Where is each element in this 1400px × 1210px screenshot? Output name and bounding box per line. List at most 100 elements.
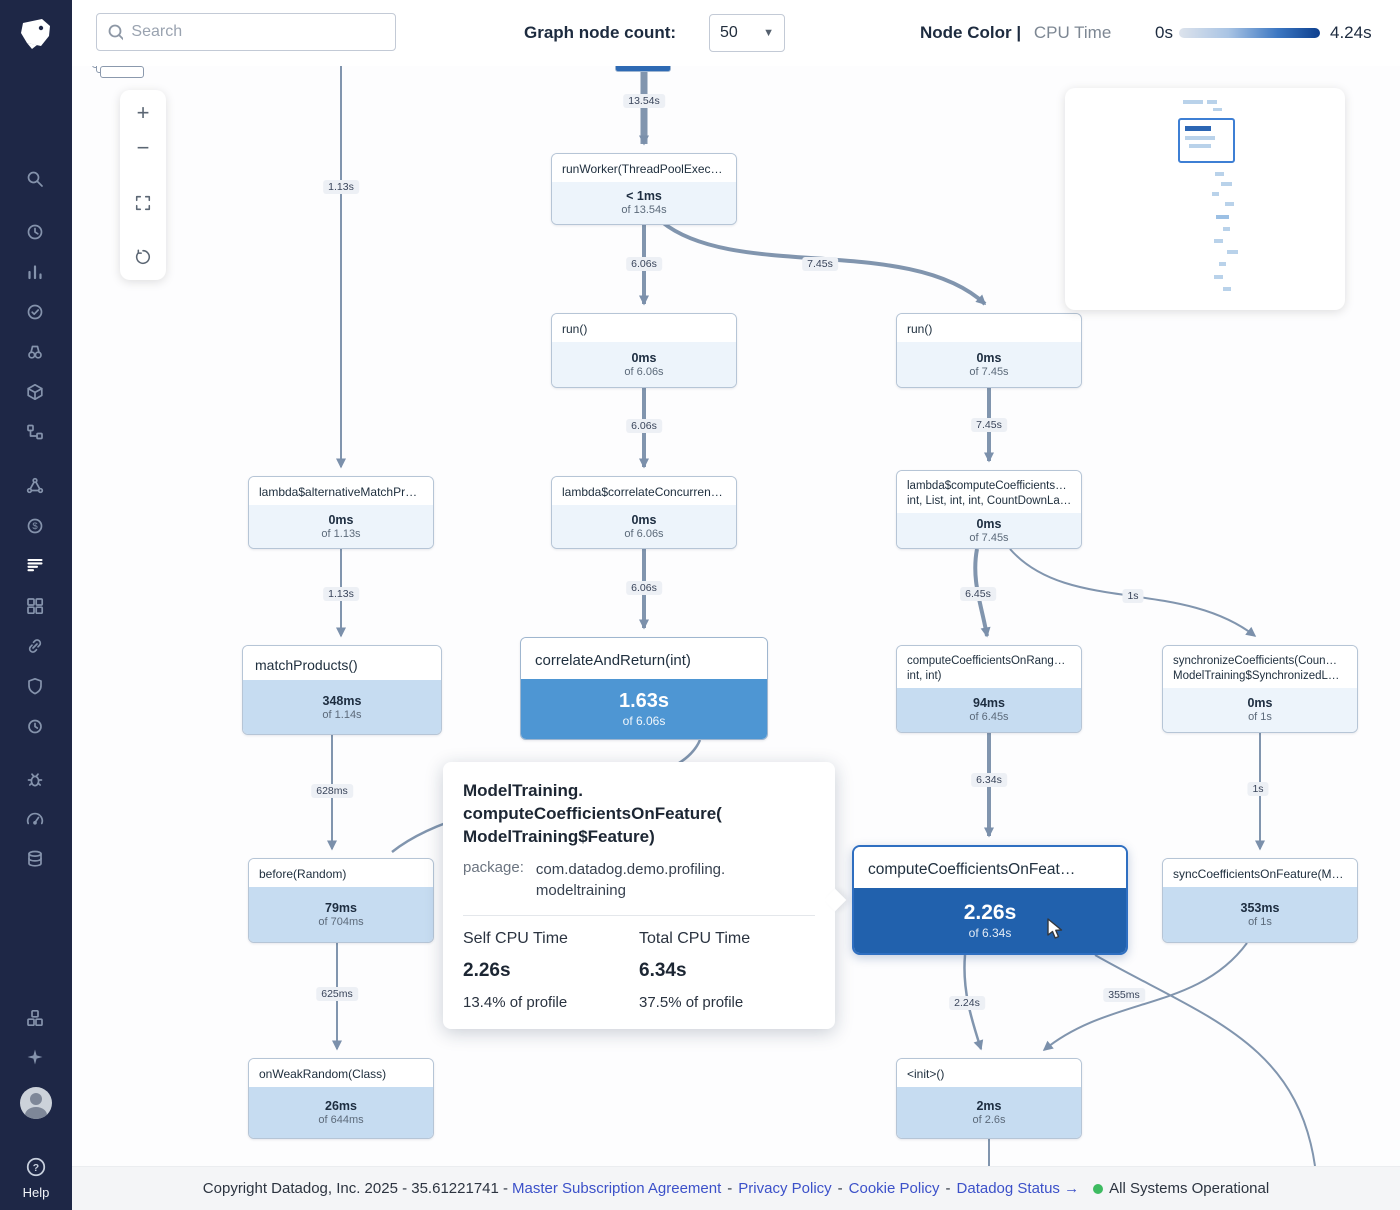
dollar-circle-icon: $ [27,518,43,534]
scale-max: 4.24s [1330,23,1372,42]
flow-icon [27,424,43,440]
edge-label: 6.45s [960,587,996,601]
node-count-select[interactable]: 50 ▼ [709,14,785,52]
sidebar-item-slo[interactable] [0,800,72,840]
windows-icon [27,598,44,615]
cursor-icon [1044,918,1066,947]
node-count-label: Graph node count: [524,23,677,42]
status-dot [1093,1183,1104,1194]
sidebar-item-synthetics[interactable] [0,627,72,667]
sidebar-item-error-tracking[interactable] [0,760,72,800]
sidebar-item-account[interactable] [0,1081,72,1125]
sidebar-item-watchdog[interactable] [0,333,72,373]
edge-label: 6.06s [626,419,662,433]
datadog-logo-icon[interactable] [0,6,72,62]
sidebar-item-integrations[interactable] [0,999,72,1039]
sidebar-item-profiling[interactable] [0,546,72,586]
sidebar-item-history[interactable] [0,213,72,253]
sidebar-item-ci[interactable] [0,707,72,747]
reset-view-button[interactable] [128,243,158,272]
node-title: lambda$alternativeMatchPro… [249,477,433,505]
footer-link-status[interactable]: Datadog Status → [956,1180,1080,1197]
search-input[interactable] [131,23,385,41]
sidebar-item-metrics[interactable] [0,253,72,293]
status-text: All Systems Operational [1109,1180,1270,1197]
circle-check-icon [27,304,43,320]
svg-text:?: ? [33,1163,39,1174]
sidebar-item-bits-ai[interactable] [0,1038,72,1078]
minimap-viewport[interactable] [1178,118,1235,163]
node-title: synchronizeCoefficients(Coun…ModelTraini… [1163,646,1357,688]
edge-label: 6.06s [626,581,662,595]
self-cpu-value: 2.26s [463,959,511,981]
graph-canvas[interactable]: 13.54s 6.06s 7.45s 1.13s 6.06s 7.45s 1.1… [72,66,1400,1166]
zoom-out-button[interactable]: − [136,134,150,160]
edge-label: 1s [1247,782,1269,796]
footer-link-cookie[interactable]: Cookie Policy [848,1180,940,1197]
graph-node-lambda-compute[interactable]: lambda$computeCoefficients…int, List, in… [896,470,1082,549]
sidebar-item-search[interactable] [0,160,72,200]
sidebar-help[interactable]: ? Help [0,1156,72,1200]
edge-label: 355ms [1103,988,1145,1002]
graph-node-synchronizecoefficients[interactable]: synchronizeCoefficients(Coun…ModelTraini… [1162,645,1358,733]
sidebar-item-infrastructure[interactable] [0,373,72,413]
node-title: computeCoefficientsOnRange(…int, int) [897,646,1081,688]
edge-label: 625ms [316,987,358,1001]
footer-link-privacy[interactable]: Privacy Policy [738,1180,832,1197]
user-avatar [20,1087,52,1119]
sidebar-item-service-map[interactable] [0,467,72,507]
chain-link-icon [28,639,42,653]
sidebar-item-monitors[interactable] [0,293,72,333]
minimap[interactable] [1065,88,1345,310]
sidebar-item-cost[interactable]: $ [0,507,72,547]
sidebar-item-database[interactable] [0,840,72,880]
tooltip-stats: Self CPU Time Total CPU Time 2.26s 6.34s… [463,930,815,1011]
sidebar-item-security[interactable] [0,667,72,707]
database-icon [28,850,42,867]
fit-to-screen-button[interactable] [128,188,158,217]
zoom-controls: + − [120,90,166,280]
node-color-metric[interactable]: CPU Time [1033,23,1112,42]
sidebar-item-dashboards[interactable] [0,587,72,627]
cube-icon [27,383,43,401]
node-title: before(Random) [249,859,433,887]
footer-link-msa[interactable]: Master Subscription Agreement [512,1180,722,1197]
graph-node-computerange[interactable]: computeCoefficientsOnRange(…int, int) 94… [896,645,1082,733]
clock-refresh-icon [28,719,42,734]
minimap-content [1183,100,1238,291]
total-cpu-percent: 37.5% of profile [639,993,744,1011]
edge-label: 13.54s [623,94,665,108]
sidebar-item-apm[interactable] [0,413,72,453]
edge-label: 1.13s [323,180,359,194]
search-box[interactable] [96,13,396,51]
edge-label: 2.24s [949,996,985,1010]
zoom-in-button[interactable]: + [136,99,150,125]
svg-text:$: $ [32,521,38,532]
blocks-icon [27,1009,43,1027]
total-cpu-label: Total CPU Time [639,929,751,947]
